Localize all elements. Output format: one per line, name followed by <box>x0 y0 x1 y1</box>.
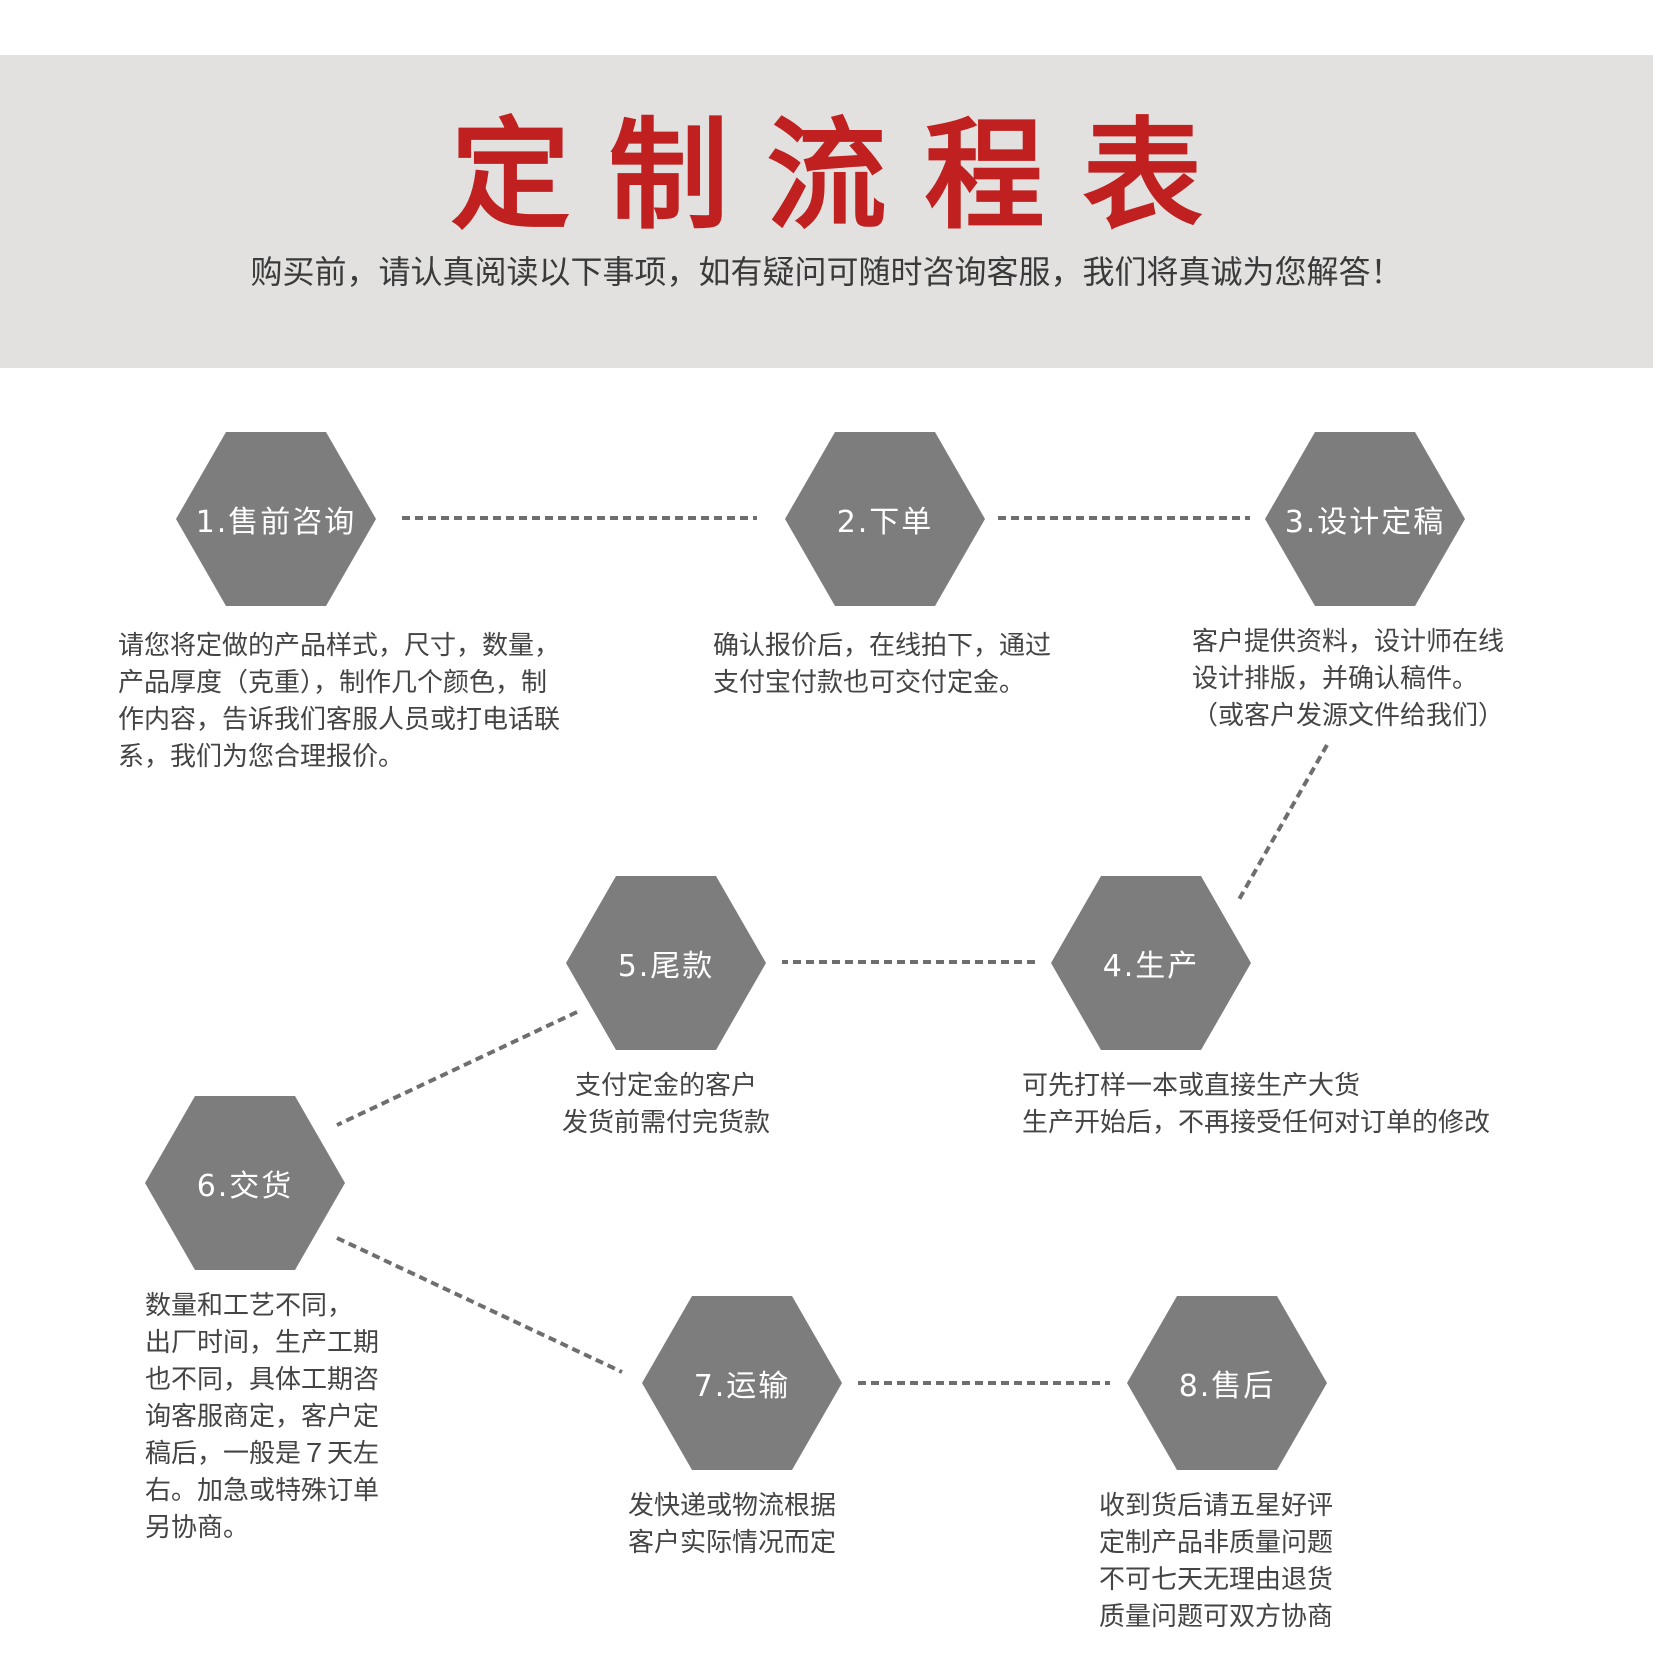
page-subtitle: 购买前，请认真阅读以下事项，如有疑问可随时咨询客服，我们将真诚为您解答！ <box>250 253 1403 291</box>
connector-5-6 <box>336 1010 578 1127</box>
step-6-label: 6.交货 <box>196 1169 294 1204</box>
hexagon-shape <box>642 1296 842 1470</box>
step-1-description: 请您将定做的产品样式，尺寸，数量， 产品厚度（克重），制作几个颜色，制 作内容，… <box>118 631 561 772</box>
step-8-label: 8.售后 <box>1178 1369 1276 1404</box>
header-banner <box>0 55 1653 368</box>
hexagon-shape <box>1051 876 1251 1050</box>
step-6-description: 数量和工艺不同， 出厂时间，生产工期 也不同，具体工期咨 询客服商定，客户定 稿… <box>145 1291 380 1543</box>
hexagon-shape <box>1127 1296 1327 1470</box>
step-2-hexagon: 2.下单 <box>785 432 985 606</box>
step-3-hexagon: 3.设计定稿 <box>1265 432 1465 606</box>
step-1-hexagon: 1.售前咨询 <box>176 432 376 606</box>
step-5-description: 支付定金的客户 发货前需付完货款 <box>561 1071 770 1138</box>
hexagon-shape <box>1265 432 1465 606</box>
step-3-label: 3.设计定稿 <box>1284 505 1446 540</box>
step-4-description: 可先打样一本或直接生产大货 生产开始后，不再接受任何对订单的修改 <box>1022 1071 1491 1138</box>
step-7-label: 7.运输 <box>693 1369 791 1404</box>
step-8-hexagon: 8.售后 <box>1127 1296 1327 1470</box>
step-1-label: 1.售前咨询 <box>195 505 357 540</box>
step-3-description: 客户提供资料，设计师在线 设计排版，并确认稿件。 （或客户发源文件给我们） <box>1192 627 1505 731</box>
hexagon-shape <box>785 432 985 606</box>
hexagon-shape <box>176 432 376 606</box>
hexagon-shape <box>566 876 766 1050</box>
step-2-description: 确认报价后，在线拍下，通过 支付宝付款也可交付定金。 <box>713 631 1052 698</box>
step-5-label: 5.尾款 <box>617 949 715 984</box>
step-4-hexagon: 4.生产 <box>1051 876 1251 1050</box>
step-7-description: 发快递或物流根据 客户实际情况而定 <box>628 1491 837 1558</box>
step-4-label: 4.生产 <box>1102 949 1200 984</box>
step-8-description: 收到货后请五星好评 定制产品非质量问题 不可七天无理由退货 质量问题可双方协商 <box>1099 1491 1334 1632</box>
connector-6-7 <box>336 1236 623 1374</box>
hexagon-shape <box>145 1096 345 1270</box>
page-title: 定制流程表 <box>450 107 1241 246</box>
step-2-label: 2.下单 <box>836 505 934 540</box>
step-7-hexagon: 7.运输 <box>642 1296 842 1470</box>
step-5-hexagon: 5.尾款 <box>566 876 766 1050</box>
connector-3-4 <box>1235 744 1329 904</box>
step-6-hexagon: 6.交货 <box>145 1096 345 1270</box>
